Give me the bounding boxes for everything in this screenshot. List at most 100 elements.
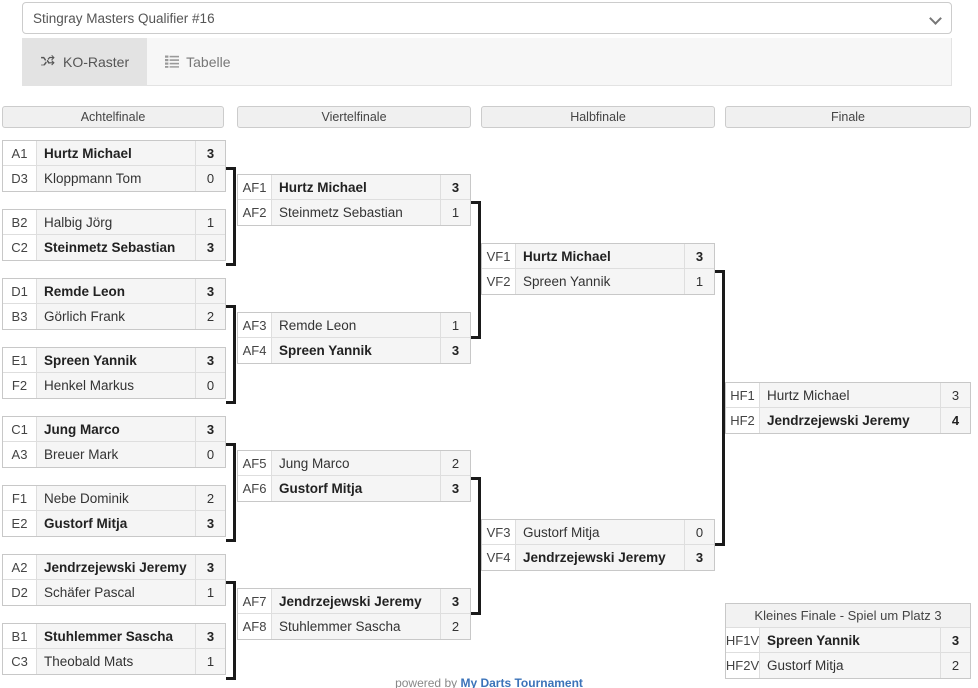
score-value: 0 [195, 166, 225, 191]
player-name: Steinmetz Sebastian [37, 235, 195, 260]
tab-tabelle[interactable]: Tabelle [147, 38, 248, 85]
table-row[interactable]: C1 Jung Marco 3 [3, 417, 225, 442]
seed-label: VF4 [482, 545, 516, 570]
table-row[interactable]: AF8 Stuhlemmer Sascha 2 [238, 614, 470, 639]
table-row[interactable]: C3 Theobald Mats 1 [3, 649, 225, 674]
table-row[interactable]: C2 Steinmetz Sebastian 3 [3, 235, 225, 260]
score-value: 2 [440, 614, 470, 639]
score-value: 0 [684, 520, 714, 544]
table-row[interactable]: AF2 Steinmetz Sebastian 1 [238, 200, 470, 225]
score-value: 3 [684, 244, 714, 268]
score-value: 3 [940, 383, 970, 407]
match-qf-4[interactable]: AF7 Jendrzejewski Jeremy 3 AF8 Stuhlemme… [237, 588, 471, 640]
seed-label: AF5 [238, 451, 272, 475]
player-name: Stuhlemmer Sascha [272, 614, 440, 639]
player-name: Theobald Mats [37, 649, 195, 674]
seed-label: F1 [3, 486, 37, 510]
table-row[interactable]: D2 Schäfer Pascal 1 [3, 580, 225, 605]
player-name: Schäfer Pascal [37, 580, 195, 605]
table-row[interactable]: AF3 Remde Leon 1 [238, 313, 470, 338]
table-row[interactable]: E2 Gustorf Mitja 3 [3, 511, 225, 536]
table-row[interactable]: A3 Breuer Mark 0 [3, 442, 225, 467]
table-row[interactable]: HF2 Jendrzejewski Jeremy 4 [726, 408, 970, 433]
round-header-label: Halbfinale [570, 110, 626, 124]
match-sf-1[interactable]: VF1 Hurtz Michael 3 VF2 Spreen Yannik 1 [481, 243, 715, 295]
table-row[interactable]: HF1V Spreen Yannik 3 [726, 628, 970, 653]
player-name: Kloppmann Tom [37, 166, 195, 191]
table-row[interactable]: B2 Halbig Jörg 1 [3, 210, 225, 235]
match-sf-2[interactable]: VF3 Gustorf Mitja 0 VF4 Jendrzejewski Je… [481, 519, 715, 571]
table-row[interactable]: AF1 Hurtz Michael 3 [238, 175, 470, 200]
match-r16-7[interactable]: A2 Jendrzejewski Jeremy 3 D2 Schäfer Pas… [2, 554, 226, 606]
match-third-place[interactable]: Kleines Finale - Spiel um Platz 3 HF1V S… [725, 603, 971, 679]
table-row[interactable]: B3 Görlich Frank 2 [3, 304, 225, 329]
table-row[interactable]: VF1 Hurtz Michael 3 [482, 244, 714, 269]
player-name: Remde Leon [37, 279, 195, 303]
player-name: Görlich Frank [37, 304, 195, 329]
match-r16-8[interactable]: B1 Stuhlemmer Sascha 3 C3 Theobald Mats … [2, 623, 226, 675]
match-r16-2[interactable]: B2 Halbig Jörg 1 C2 Steinmetz Sebastian … [2, 209, 226, 261]
table-row[interactable]: D1 Remde Leon 3 [3, 279, 225, 304]
match-qf-3[interactable]: AF5 Jung Marco 2 AF6 Gustorf Mitja 3 [237, 450, 471, 502]
bracket-connector [226, 167, 236, 266]
table-row[interactable]: AF4 Spreen Yannik 3 [238, 338, 470, 363]
match-r16-1[interactable]: A1 Hurtz Michael 3 D3 Kloppmann Tom 0 [2, 140, 226, 192]
table-row[interactable]: F2 Henkel Markus 0 [3, 373, 225, 398]
score-value: 3 [940, 628, 970, 652]
score-value: 3 [195, 348, 225, 372]
tab-ko-raster[interactable]: KO-Raster [23, 38, 148, 85]
player-name: Spreen Yannik [272, 338, 440, 363]
tab-ko-raster-label: KO-Raster [63, 53, 130, 70]
table-row[interactable]: B1 Stuhlemmer Sascha 3 [3, 624, 225, 649]
player-name: Steinmetz Sebastian [272, 200, 440, 225]
table-row[interactable]: D3 Kloppmann Tom 0 [3, 166, 225, 191]
player-name: Spreen Yannik [516, 269, 684, 294]
seed-label: HF1 [726, 383, 760, 407]
seed-label: A1 [3, 141, 37, 165]
table-row[interactable]: HF1 Hurtz Michael 3 [726, 383, 970, 408]
table-row[interactable]: AF7 Jendrzejewski Jeremy 3 [238, 589, 470, 614]
table-row[interactable]: VF4 Jendrzejewski Jeremy 3 [482, 545, 714, 570]
match-r16-6[interactable]: F1 Nebe Dominik 2 E2 Gustorf Mitja 3 [2, 485, 226, 537]
third-place-title: Kleines Finale - Spiel um Platz 3 [726, 604, 970, 628]
player-name: Jung Marco [37, 417, 195, 441]
table-row[interactable]: A1 Hurtz Michael 3 [3, 141, 225, 166]
table-row[interactable]: AF6 Gustorf Mitja 3 [238, 476, 470, 501]
tournament-select[interactable]: Stingray Masters Qualifier #16 [22, 2, 952, 34]
table-row[interactable]: HF2V Gustorf Mitja 2 [726, 653, 970, 678]
bracket-connector [715, 270, 725, 546]
table-row[interactable]: VF2 Spreen Yannik 1 [482, 269, 714, 294]
player-name: Stuhlemmer Sascha [37, 624, 195, 648]
seed-label: AF1 [238, 175, 272, 199]
bracket-connector [471, 477, 481, 615]
score-value: 2 [440, 451, 470, 475]
player-name: Gustorf Mitja [760, 653, 940, 678]
table-row[interactable]: A2 Jendrzejewski Jeremy 3 [3, 555, 225, 580]
score-value: 3 [195, 235, 225, 260]
player-name: Breuer Mark [37, 442, 195, 467]
seed-label: F2 [3, 373, 37, 398]
seed-label: B2 [3, 210, 37, 234]
match-r16-3[interactable]: D1 Remde Leon 3 B3 Görlich Frank 2 [2, 278, 226, 330]
match-qf-1[interactable]: AF1 Hurtz Michael 3 AF2 Steinmetz Sebast… [237, 174, 471, 226]
table-row[interactable]: VF3 Gustorf Mitja 0 [482, 520, 714, 545]
player-name: Jendrzejewski Jeremy [760, 408, 940, 433]
seed-label: E2 [3, 511, 37, 536]
view-tabs: KO-Raster Tabelle [22, 38, 952, 86]
table-row[interactable]: E1 Spreen Yannik 3 [3, 348, 225, 373]
seed-label: A3 [3, 442, 37, 467]
seed-label: C1 [3, 417, 37, 441]
footer-link[interactable]: My Darts Tournament [460, 676, 583, 688]
score-value: 3 [195, 141, 225, 165]
score-value: 3 [195, 511, 225, 536]
match-qf-2[interactable]: AF3 Remde Leon 1 AF4 Spreen Yannik 3 [237, 312, 471, 364]
match-r16-5[interactable]: C1 Jung Marco 3 A3 Breuer Mark 0 [2, 416, 226, 468]
seed-label: AF7 [238, 589, 272, 613]
player-name: Jendrzejewski Jeremy [37, 555, 195, 579]
table-row[interactable]: AF5 Jung Marco 2 [238, 451, 470, 476]
match-r16-4[interactable]: E1 Spreen Yannik 3 F2 Henkel Markus 0 [2, 347, 226, 399]
table-row[interactable]: F1 Nebe Dominik 2 [3, 486, 225, 511]
score-value: 3 [440, 476, 470, 501]
match-final[interactable]: HF1 Hurtz Michael 3 HF2 Jendrzejewski Je… [725, 382, 971, 434]
